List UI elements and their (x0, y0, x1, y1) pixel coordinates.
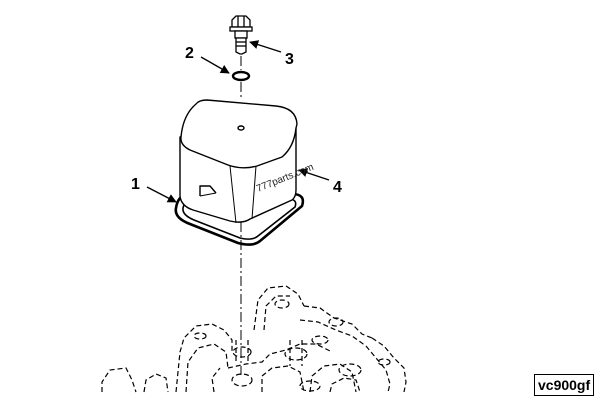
cylinder-head-outline (101, 285, 407, 393)
callout-arrows (146, 40, 330, 203)
callout-label-1: 1 (131, 176, 140, 193)
capscrew-part (229, 15, 253, 55)
figure-code-label: vc900gf (534, 374, 595, 396)
o-ring-part (231, 70, 251, 82)
leader-arrow-4 (298, 168, 330, 181)
callout-label-3: 3 (285, 51, 294, 68)
leader-arrow-2 (200, 56, 230, 74)
valve-cover-part (179, 99, 298, 224)
leader-arrow-1 (146, 186, 177, 203)
callout-label-2: 2 (185, 45, 194, 62)
leader-arrow-3 (249, 40, 282, 53)
callout-label-4: 4 (333, 179, 342, 196)
